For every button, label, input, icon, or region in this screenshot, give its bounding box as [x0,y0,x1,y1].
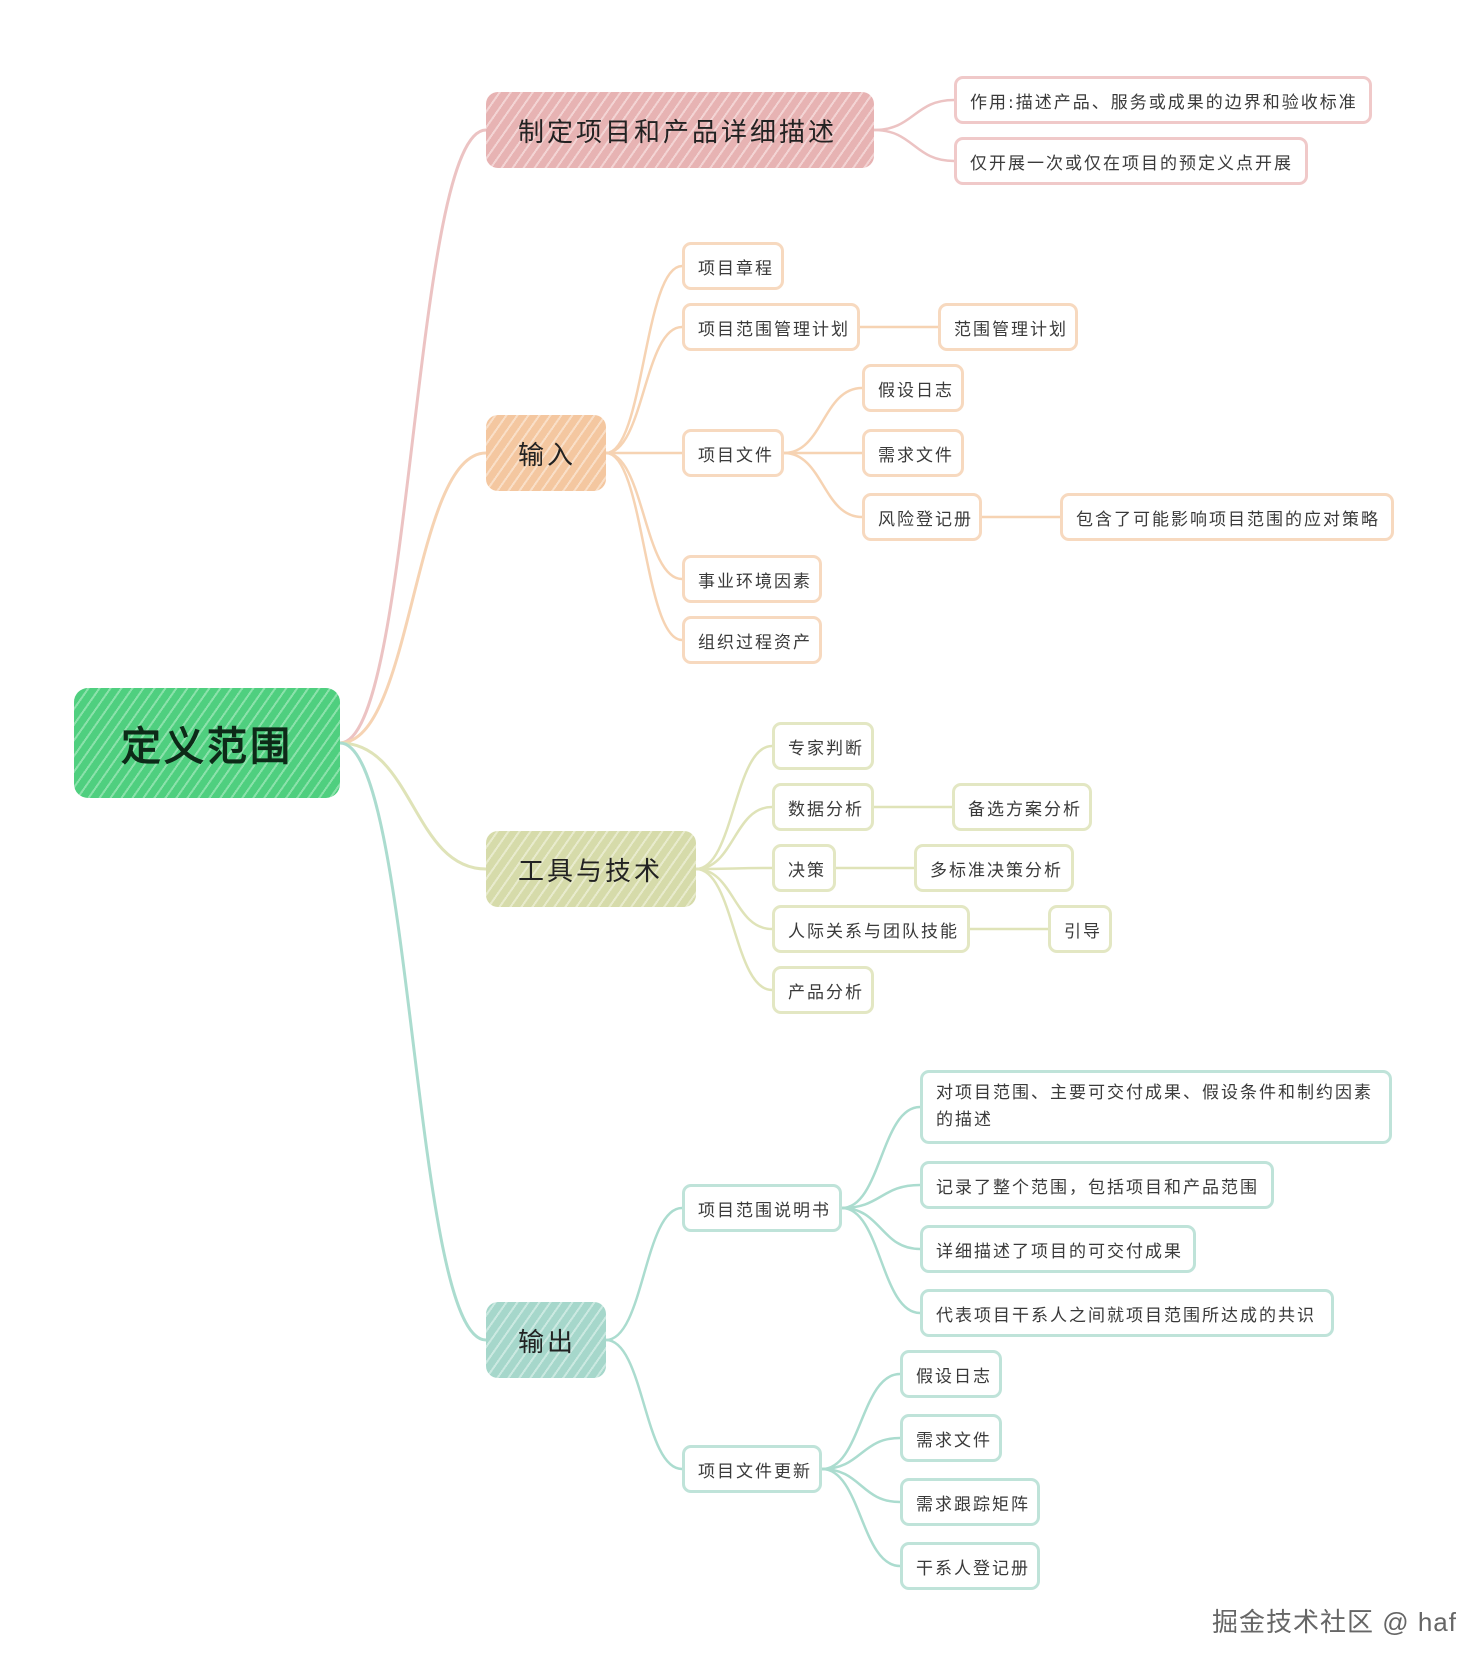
subtopic-update-stakeholder-register[interactable]: 干系人登记册 [900,1542,1040,1590]
subtopic-label: 包含了可能影响项目范围的应对策略 [1076,509,1380,530]
subtopic-risk-register-child[interactable]: 包含了可能影响项目范围的应对策略 [1060,493,1394,541]
subtopic-label: 范围管理计划 [954,319,1068,340]
subtopic-risk-register[interactable]: 风险登记册 [862,493,982,541]
subtopic-label: 记录了整个范围，包括项目和产品范围 [936,1177,1259,1198]
subtopic-update-assumption-log[interactable]: 假设日志 [900,1350,1002,1398]
topic-label: 工具与技术 [518,856,664,887]
connector-root-to-desc [338,128,488,745]
subtopic-product-analysis[interactable]: 产品分析 [772,966,874,1014]
root-label: 定义范围 [121,724,293,770]
subtopic-timing[interactable]: 仅开展一次或仅在项目的预定义点开展 [954,137,1308,185]
subtopic-label: 人际关系与团队技能 [788,921,959,942]
connector-tl-to-tl-2 [694,805,774,871]
subtopic-statement-consensus[interactable]: 代表项目干系人之间就项目范围所达成的共识 [920,1289,1334,1337]
topic-tools-techniques[interactable]: 工具与技术 [486,831,696,907]
subtopic-statement-records-scope[interactable]: 记录了整个范围，包括项目和产品范围 [920,1161,1274,1209]
subtopic-eef[interactable]: 事业环境因素 [682,555,822,603]
subtopic-label: 项目文件更新 [698,1461,812,1482]
subtopic-scope-statement[interactable]: 项目范围说明书 [682,1184,842,1232]
subtopic-label: 数据分析 [788,799,864,820]
subtopic-assumption-log[interactable]: 假设日志 [862,364,964,412]
subtopic-label: 需求文件 [916,1430,992,1451]
connector-tl-to-tl-5 [694,867,774,992]
connector-in-to-in-1 [604,264,684,455]
subtopic-facilitation[interactable]: 引导 [1048,905,1112,953]
subtopic-label: 代表项目干系人之间就项目范围所达成的共识 [936,1305,1316,1326]
subtopic-decision-making[interactable]: 决策 [772,844,836,892]
connector-tl-to-tl-1 [694,744,774,871]
subtopic-scope-plan-child[interactable]: 范围管理计划 [938,303,1078,351]
root-topic[interactable]: 定义范围 [74,688,340,798]
connector-in-to-in-4 [604,451,684,581]
topic-inputs[interactable]: 输入 [486,415,606,491]
connector-desc-to-desc-2 [872,128,956,163]
connector-root-to-tl [338,741,488,871]
subtopic-statement-deliverables[interactable]: 详细描述了项目的可交付成果 [920,1225,1196,1273]
subtopic-label: 假设日志 [878,380,954,401]
subtopic-label: 决策 [788,860,826,881]
subtopic-statement-description[interactable]: 对项目范围、主要可交付成果、假设条件和制约因素的描述 [920,1070,1392,1144]
subtopic-label: 假设日志 [916,1366,992,1387]
topic-label: 输入 [518,440,577,471]
subtopic-update-traceability-matrix[interactable]: 需求跟踪矩阵 [900,1478,1040,1526]
connector-out-1-to-out-1b [840,1183,922,1210]
topic-product-description[interactable]: 制定项目和产品详细描述 [486,92,874,168]
subtopic-project-charter[interactable]: 项目章程 [682,242,784,290]
subtopic-label: 对项目范围、主要可交付成果、假设条件和制约因素的描述 [936,1083,1373,1130]
subtopic-label: 引导 [1064,921,1102,942]
subtopic-data-analysis[interactable]: 数据分析 [772,783,874,831]
connector-in-3-to-in-3c [782,451,864,519]
connector-in-to-in-5 [604,451,684,642]
subtopic-mcda[interactable]: 多标准决策分析 [914,844,1074,892]
connector-out-2-to-out-2a [820,1372,902,1471]
subtopic-label: 需求文件 [878,445,954,466]
subtopic-label: 事业环境因素 [698,571,812,592]
subtopic-label: 产品分析 [788,982,864,1003]
subtopic-label: 仅开展一次或仅在项目的预定义点开展 [970,153,1293,174]
connector-out-to-out-1 [604,1206,684,1342]
subtopic-label: 作用:描述产品、服务或成果的边界和验收标准 [970,92,1358,113]
connector-desc-to-desc-1 [872,98,956,132]
subtopic-label: 项目范围管理计划 [698,319,850,340]
connector-root-to-out [338,741,488,1342]
subtopic-expert-judgment[interactable]: 专家判断 [772,722,874,770]
connector-root-to-in [338,451,488,745]
subtopic-requirements-doc[interactable]: 需求文件 [862,429,964,477]
subtopic-label: 组织过程资产 [698,632,812,653]
connector-out-2-to-out-2d [820,1467,902,1568]
subtopic-update-requirements[interactable]: 需求文件 [900,1414,1002,1462]
subtopic-purpose[interactable]: 作用:描述产品、服务或成果的边界和验收标准 [954,76,1372,124]
watermark: 掘金技术社区 @ haf [1212,1607,1457,1637]
subtopic-label: 备选方案分析 [968,799,1082,820]
subtopic-project-documents[interactable]: 项目文件 [682,429,784,477]
connector-in-3-to-in-3a [782,386,864,455]
topic-label: 制定项目和产品详细描述 [518,117,838,148]
connector-out-1-to-out-1a [840,1105,922,1210]
subtopic-scope-management-plan[interactable]: 项目范围管理计划 [682,303,860,351]
subtopic-label: 干系人登记册 [916,1558,1030,1579]
connector-out-to-out-2 [604,1338,684,1471]
connector-tl-to-tl-3 [694,866,774,871]
subtopic-label: 多标准决策分析 [930,860,1063,881]
subtopic-label: 专家判断 [788,738,864,759]
connector-out-2-to-out-2c [820,1467,902,1504]
subtopic-label: 需求跟踪矩阵 [916,1494,1030,1515]
subtopic-label: 项目文件 [698,445,774,466]
subtopic-label: 详细描述了项目的可交付成果 [936,1241,1183,1262]
subtopic-opa[interactable]: 组织过程资产 [682,616,822,664]
subtopic-interpersonal-skills[interactable]: 人际关系与团队技能 [772,905,970,953]
topic-outputs[interactable]: 输出 [486,1302,606,1378]
connector-out-2-to-out-2b [820,1436,902,1471]
subtopic-alternatives-analysis[interactable]: 备选方案分析 [952,783,1092,831]
connector-out-1-to-out-1d [840,1206,922,1315]
subtopic-document-updates[interactable]: 项目文件更新 [682,1445,822,1493]
subtopic-label: 项目范围说明书 [698,1200,831,1221]
topic-label: 输出 [518,1327,577,1358]
subtopic-label: 风险登记册 [878,509,973,530]
connector-tl-to-tl-4 [694,867,774,931]
connector-out-1-to-out-1c [840,1206,922,1251]
connector-in-to-in-2 [604,325,684,455]
subtopic-label: 项目章程 [698,258,774,279]
